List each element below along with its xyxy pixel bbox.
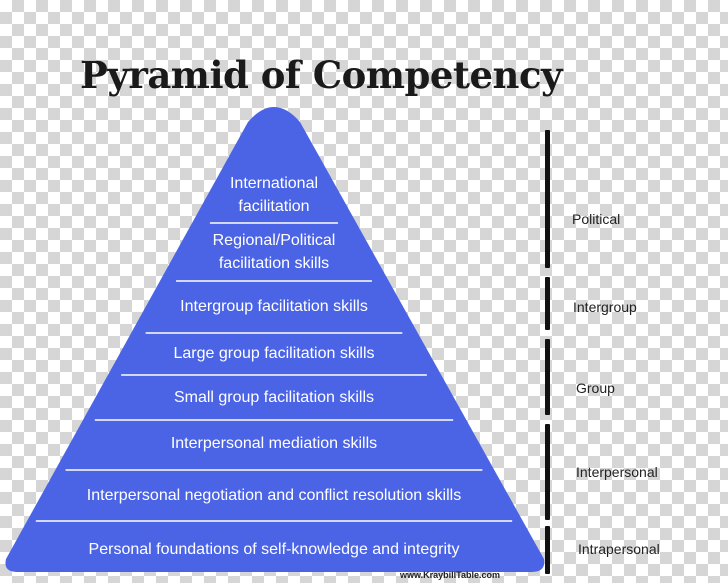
group-label-political: Political <box>572 211 621 227</box>
tier-label-regional: Regional/Political facilitation skills <box>174 229 374 275</box>
tier-label-line: Interpersonal mediation skills <box>170 435 378 452</box>
bracket-intrapersonal <box>545 526 550 574</box>
bracket-political <box>545 130 550 268</box>
tier-label-line: Regional/Political <box>212 232 336 249</box>
pyramid-shape <box>5 107 545 572</box>
group-label-intrapersonal: Intrapersonal <box>578 541 660 557</box>
diagram-title: Pyramid of Competency <box>80 53 562 97</box>
tier-label-line: Personal foundations of self-knowledge a… <box>88 541 460 558</box>
tier-label-line: facilitation skills <box>218 255 330 272</box>
tier-label-interpersonal-mediation: Interpersonal mediation skills <box>94 432 454 455</box>
group-label-group: Group <box>576 380 615 396</box>
bracket-intergroup <box>545 277 550 330</box>
tier-label-line: Small group facilitation skills <box>173 389 375 406</box>
tier-label-small-group: Small group facilitation skills <box>124 386 424 409</box>
tier-label-line: facilitation <box>238 198 310 215</box>
watermark: www.KraybillTable.com <box>400 570 501 580</box>
tier-label-interpersonal-negotiation: Interpersonal negotiation and conflict r… <box>24 484 524 507</box>
bracket-interpersonal <box>545 424 550 520</box>
tier-dividers <box>35 222 513 522</box>
bracket-group <box>545 339 550 415</box>
tier-label-line: International <box>229 175 319 192</box>
group-label-interpersonal: Interpersonal <box>576 464 658 480</box>
tier-label-line: Intergroup facilitation skills <box>180 298 368 315</box>
tier-label-large-group: Large group facilitation skills <box>124 342 424 365</box>
tier-label-personal-foundations: Personal foundations of self-knowledge a… <box>24 538 524 561</box>
group-label-intergroup: Intergroup <box>573 299 637 315</box>
tier-label-intergroup: Intergroup facilitation skills <box>124 295 424 318</box>
tier-label-international: International facilitation <box>174 172 374 218</box>
tier-label-line: Large group facilitation skills <box>173 345 375 362</box>
tier-label-line: Interpersonal negotiation and conflict r… <box>86 487 462 504</box>
